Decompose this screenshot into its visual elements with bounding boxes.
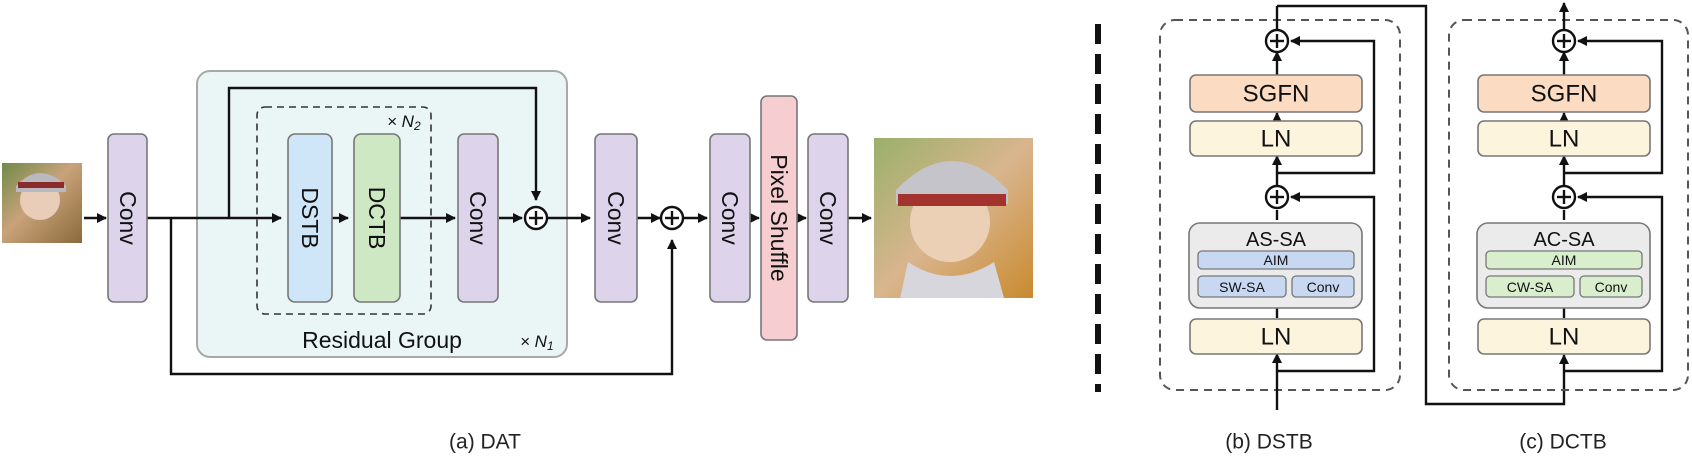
conv-block-2 bbox=[457, 133, 499, 303]
residual-add-node bbox=[523, 205, 549, 231]
dctb-sgfn-box bbox=[1477, 74, 1651, 113]
conv-block-1-label: Conv bbox=[115, 191, 141, 245]
dat-connections bbox=[84, 86, 873, 376]
conv-block-5 bbox=[807, 133, 849, 303]
conv-block-1 bbox=[107, 133, 148, 303]
dstb-sub1-box bbox=[1197, 275, 1287, 298]
dstb-sgfn-box bbox=[1189, 74, 1363, 113]
dctb-ln-top bbox=[1477, 120, 1651, 157]
dctb-add-node-lower bbox=[1551, 184, 1577, 210]
dstb-aim-label: AIM bbox=[1264, 252, 1289, 268]
dat-panel: Conv DSTB DCTB Conv Conv Conv Pixel Shuf… bbox=[2, 70, 1033, 454]
dctb-connections bbox=[1558, 1, 1664, 373]
dctb-sub2-label: Conv bbox=[1595, 279, 1628, 295]
dstb-panel: LN AS-SA AIM SW-SA Conv LN SGFN (b) DSTB bbox=[1159, 4, 1570, 454]
dctb-ln-bottom-label: LN bbox=[1549, 324, 1580, 351]
pixel-shuffle-block-label: Pixel Shuffle bbox=[766, 154, 792, 281]
dstb-sgfn-label: SGFN bbox=[1243, 81, 1310, 108]
dstb-sub2-box bbox=[1291, 275, 1355, 298]
output-image bbox=[874, 138, 1033, 298]
residual-group-label: Residual Group bbox=[302, 327, 462, 353]
conv-block-4 bbox=[709, 133, 751, 303]
inner-group-dashed-box bbox=[256, 106, 432, 315]
dstb-caption: (b) DSTB bbox=[1225, 431, 1313, 454]
dctb-panel: LN AC-SA AIM CW-SA Conv LN SGFN (c) DCTB bbox=[1448, 1, 1689, 454]
n2-repeat-label: × N2 bbox=[387, 112, 421, 134]
dat-caption: (a) DAT bbox=[449, 431, 521, 454]
global-add-node bbox=[659, 205, 685, 231]
dstb-ln-bottom-label: LN bbox=[1261, 324, 1292, 351]
conv-block-4-label: Conv bbox=[717, 191, 743, 245]
dctb-ln-top-label: LN bbox=[1549, 126, 1580, 153]
dctb-block bbox=[353, 133, 401, 303]
conv-block-5-label: Conv bbox=[815, 191, 841, 245]
dstb-dashed-box bbox=[1159, 19, 1401, 391]
dctb-sub1-label: CW-SA bbox=[1507, 279, 1554, 295]
dctb-ln-bottom bbox=[1477, 318, 1651, 355]
dctb-dashed-box bbox=[1448, 19, 1689, 391]
dctb-sub2-box bbox=[1579, 275, 1643, 298]
dstb-block bbox=[287, 133, 333, 303]
dstb-block-label: DSTB bbox=[297, 187, 323, 248]
dctb-sgfn-label: SGFN bbox=[1531, 81, 1598, 108]
input-image bbox=[2, 163, 82, 243]
dstb-add-node-lower bbox=[1264, 184, 1290, 210]
conv-block-3 bbox=[594, 133, 638, 303]
dstb-ln-top bbox=[1189, 120, 1363, 157]
dctb-attention-title: AC-SA bbox=[1533, 229, 1595, 251]
pixel-shuffle-block bbox=[760, 95, 798, 341]
dctb-aim-label: AIM bbox=[1552, 252, 1577, 268]
dstb-aim-box bbox=[1197, 250, 1355, 270]
conv-block-3-label: Conv bbox=[603, 191, 629, 245]
dstb-attention-title: AS-SA bbox=[1246, 229, 1307, 251]
dctb-block-label: DCTB bbox=[364, 187, 390, 250]
n1-repeat-label: × N1 bbox=[520, 332, 554, 354]
dctb-sub1-box bbox=[1485, 275, 1575, 298]
dstb-ln-bottom bbox=[1189, 318, 1363, 355]
dstb-ln-top-label: LN bbox=[1261, 126, 1292, 153]
dctb-aim-box bbox=[1485, 250, 1643, 270]
dstb-add-node-upper bbox=[1264, 28, 1290, 54]
dctb-add-node-upper bbox=[1551, 28, 1577, 54]
conv-block-2-label: Conv bbox=[465, 191, 491, 245]
dstb-sub2-label: Conv bbox=[1307, 279, 1340, 295]
dstb-sub1-label: SW-SA bbox=[1219, 279, 1265, 295]
dctb-caption: (c) DCTB bbox=[1519, 431, 1607, 454]
